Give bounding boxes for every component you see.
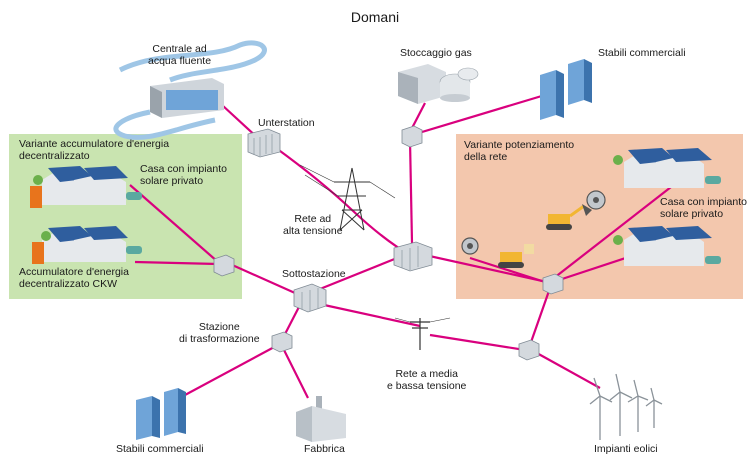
label-rete-alta: Rete ad alta tensione [283, 213, 343, 237]
gas-storage-icon [398, 64, 479, 104]
substation-box-bottom-icon [518, 339, 540, 361]
unterstation-icon [247, 128, 281, 158]
label-accumulatore: Accumulatore d'energia decentralizzato C… [19, 266, 129, 290]
sottostazione-icon [293, 283, 327, 313]
label-centrale: Centrale ad acqua fluente [148, 43, 212, 67]
line-cars-node [469, 256, 546, 284]
label-variante-acc: Variante accumulatore d'energia decentra… [19, 138, 170, 162]
main-substation-icon [393, 241, 433, 272]
solar-house-right-icon [613, 148, 721, 188]
line-house-right-node [553, 179, 681, 279]
label-stazione: Stazione di trasformazione [179, 321, 260, 345]
cable-reel-icon [461, 190, 606, 255]
line-right-node-bottom-node [528, 287, 552, 346]
utility-pole-icon [394, 317, 451, 350]
label-casa-right: Casa con impianto solare privato [660, 196, 747, 220]
substation-box-left-icon [213, 254, 235, 277]
line-unterstation-substation [275, 147, 411, 256]
label-unterstation: Unterstation [258, 117, 315, 129]
label-rete-media: Rete a media e bassa tensione [387, 368, 467, 392]
solar-house-right2-icon [613, 226, 721, 266]
diagram-title: Domani [350, 9, 400, 25]
label-sottostazione: Sottostazione [282, 268, 346, 280]
excavator-icon [546, 204, 592, 230]
connection-lines [129, 90, 681, 399]
label-stabili-top: Stabili commerciali [598, 47, 686, 59]
office-building-bottom-icon [136, 388, 186, 440]
line-main-substation-sottostazione [309, 256, 398, 295]
line-commercial-node [411, 90, 556, 137]
line-node-main-substation [408, 139, 414, 244]
transformer-station-icon [271, 331, 293, 353]
label-casa-left: Casa con impianto solare privato [140, 163, 227, 187]
wind-turbine-icon [589, 373, 663, 440]
line-left-houses2-box [134, 260, 219, 266]
line-sottostazione-media [314, 301, 421, 328]
substation-box-right-icon [542, 273, 564, 295]
label-impianti: Impianti eolici [594, 443, 658, 455]
substation-box-top-icon [401, 125, 423, 148]
decentralized-storage-panel [9, 134, 242, 299]
line-sottostazione-stazione [283, 302, 302, 337]
power-pylon-icon [299, 164, 396, 231]
label-stoccaggio: Stoccaggio gas [400, 47, 472, 59]
line-main-substation-right [424, 253, 548, 284]
line-stazione-fabbrica [281, 345, 309, 399]
excavator-2-icon [498, 244, 534, 268]
line-left-box-sottostazione [229, 262, 296, 295]
label-stabili-bottom: Stabili commerciali [116, 443, 204, 455]
label-variante-pot: Variante potenziamento della rete [464, 139, 575, 163]
office-building-top-icon [540, 59, 592, 120]
label-fabbrica: Fabbrica [304, 443, 345, 455]
solar-house-left-icon [30, 166, 142, 208]
line-left-houses-box [129, 184, 219, 263]
line-stazione-stabili [184, 344, 279, 396]
hydro-plant-icon [113, 40, 267, 140]
line-bottom-node-wind [534, 351, 601, 389]
battery-house-left-icon [32, 226, 142, 264]
factory-icon [296, 396, 346, 442]
line-media-node [429, 333, 526, 352]
